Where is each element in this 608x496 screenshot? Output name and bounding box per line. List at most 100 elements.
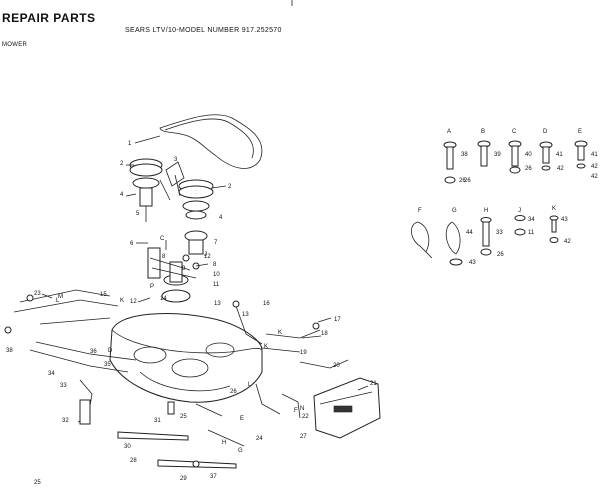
callout-g: G bbox=[238, 448, 243, 454]
mower-deck-housing bbox=[109, 313, 263, 403]
bolt-c bbox=[508, 140, 522, 174]
callout-18: 18 bbox=[321, 331, 328, 337]
callout-6: 6 bbox=[130, 241, 134, 247]
num-43a: 43 bbox=[561, 217, 568, 223]
model-number: SEARS LTV/10-MODEL NUMBER 917.252570 bbox=[125, 27, 282, 34]
callout-31: 31 bbox=[154, 418, 161, 424]
num-39: 39 bbox=[494, 152, 501, 158]
callout-19: 19 bbox=[300, 350, 307, 356]
num-41b: 41 bbox=[591, 152, 598, 158]
hardware-bolts bbox=[411, 140, 588, 266]
callout-3: 3 bbox=[174, 157, 178, 163]
spindle-assembly bbox=[147, 240, 200, 303]
callout-33: 33 bbox=[60, 383, 67, 389]
label-g: G bbox=[452, 208, 457, 214]
callout-13b: 13 bbox=[242, 312, 249, 318]
callout-25: 25 bbox=[180, 414, 187, 420]
label-k: K bbox=[552, 206, 556, 212]
label-f: F bbox=[418, 208, 422, 214]
bolt-b bbox=[477, 140, 491, 167]
callout-8: 8 bbox=[213, 262, 217, 268]
callout-26: 26 bbox=[230, 389, 237, 395]
num-26d: 26 bbox=[464, 178, 471, 184]
bolt-e bbox=[574, 140, 588, 169]
label-a: A bbox=[447, 129, 451, 135]
num-26c: 26 bbox=[497, 252, 504, 258]
label-c: C bbox=[512, 129, 517, 135]
page-title: REPAIR PARTS bbox=[2, 11, 96, 25]
bolt-a bbox=[443, 141, 457, 184]
callout-10: 10 bbox=[213, 272, 220, 278]
callout-38: 38 bbox=[6, 348, 13, 354]
callout-k2: K bbox=[278, 330, 282, 336]
callout-m: M bbox=[58, 294, 63, 300]
callout-4b: 4 bbox=[219, 215, 223, 221]
idler-pulley-left bbox=[129, 158, 163, 222]
bolt-d bbox=[539, 141, 553, 171]
bolt-k bbox=[549, 215, 559, 243]
callout-14: 14 bbox=[160, 296, 167, 302]
callout-12: 12 bbox=[130, 299, 137, 305]
num-33: 33 bbox=[496, 230, 503, 236]
callout-1: 1 bbox=[128, 141, 132, 147]
callout-17: 17 bbox=[334, 317, 341, 323]
callout-13: 13 bbox=[214, 301, 221, 307]
callout-5: 5 bbox=[136, 211, 140, 217]
num-26b: 26 bbox=[525, 166, 532, 172]
part-callouts: 1 2 3 2 4 5 4 6 7 8 10 11 12 13 14 15 16… bbox=[6, 141, 377, 482]
label-h: H bbox=[484, 208, 488, 214]
callout-22: 22 bbox=[302, 414, 309, 420]
callout-4: 4 bbox=[120, 192, 124, 198]
callout-20: 20 bbox=[333, 363, 340, 369]
callout-p: P bbox=[150, 284, 154, 290]
num-42d: 42 bbox=[564, 239, 571, 245]
hairpin-clip-g bbox=[445, 221, 463, 266]
section-label: MOWER bbox=[2, 42, 28, 48]
label-d: D bbox=[543, 129, 548, 135]
drive-belt bbox=[159, 114, 263, 169]
hardware-number-labels: 38 39 40 41 41 42 26 42 42 44 33 34 11 4… bbox=[459, 152, 598, 266]
label-b: B bbox=[481, 129, 485, 135]
hairpin-clip-f bbox=[411, 221, 433, 259]
callout-j: J bbox=[204, 252, 207, 258]
num-43b: 43 bbox=[469, 260, 476, 266]
num-38: 38 bbox=[461, 152, 468, 158]
num-42b: 42 bbox=[557, 166, 564, 172]
num-34: 34 bbox=[528, 217, 535, 223]
callout-e: E bbox=[240, 416, 244, 422]
callout-27: 27 bbox=[300, 434, 307, 440]
num-26a: 26 bbox=[459, 178, 466, 184]
num-41a: 41 bbox=[556, 152, 563, 158]
callout-h: H bbox=[222, 440, 226, 446]
callout-36: 36 bbox=[90, 349, 97, 355]
callout-34: 34 bbox=[48, 371, 55, 377]
label-e: E bbox=[578, 129, 582, 135]
callout-21: 21 bbox=[370, 381, 377, 387]
bolt-h bbox=[480, 217, 492, 256]
front-linkage bbox=[4, 289, 137, 425]
callout-2: 2 bbox=[120, 161, 124, 167]
callout-d: D bbox=[108, 348, 113, 354]
num-40: 40 bbox=[525, 152, 532, 158]
callout-7: 7 bbox=[214, 240, 218, 246]
callout-k1: K bbox=[120, 298, 124, 304]
discharge-chute bbox=[313, 377, 381, 439]
callout-f: F bbox=[294, 408, 298, 414]
callout-9: 9 bbox=[182, 266, 186, 272]
callout-35: 35 bbox=[104, 362, 111, 368]
callout-2b: 2 bbox=[228, 184, 232, 190]
callout-28: 28 bbox=[130, 458, 137, 464]
callout-l: L bbox=[248, 382, 252, 388]
callout-29: 29 bbox=[180, 476, 187, 482]
callout-23: 23 bbox=[34, 291, 41, 297]
callout-16: 16 bbox=[263, 301, 270, 307]
callout-37: 37 bbox=[210, 474, 217, 480]
nut-j bbox=[514, 215, 526, 236]
callout-15: 15 bbox=[100, 292, 107, 298]
page-number: 25 bbox=[34, 480, 41, 486]
callout-l2: L bbox=[56, 298, 60, 304]
callout-30: 30 bbox=[124, 444, 131, 450]
idler-pulley-right bbox=[178, 179, 214, 255]
callout-11: 11 bbox=[213, 282, 220, 288]
